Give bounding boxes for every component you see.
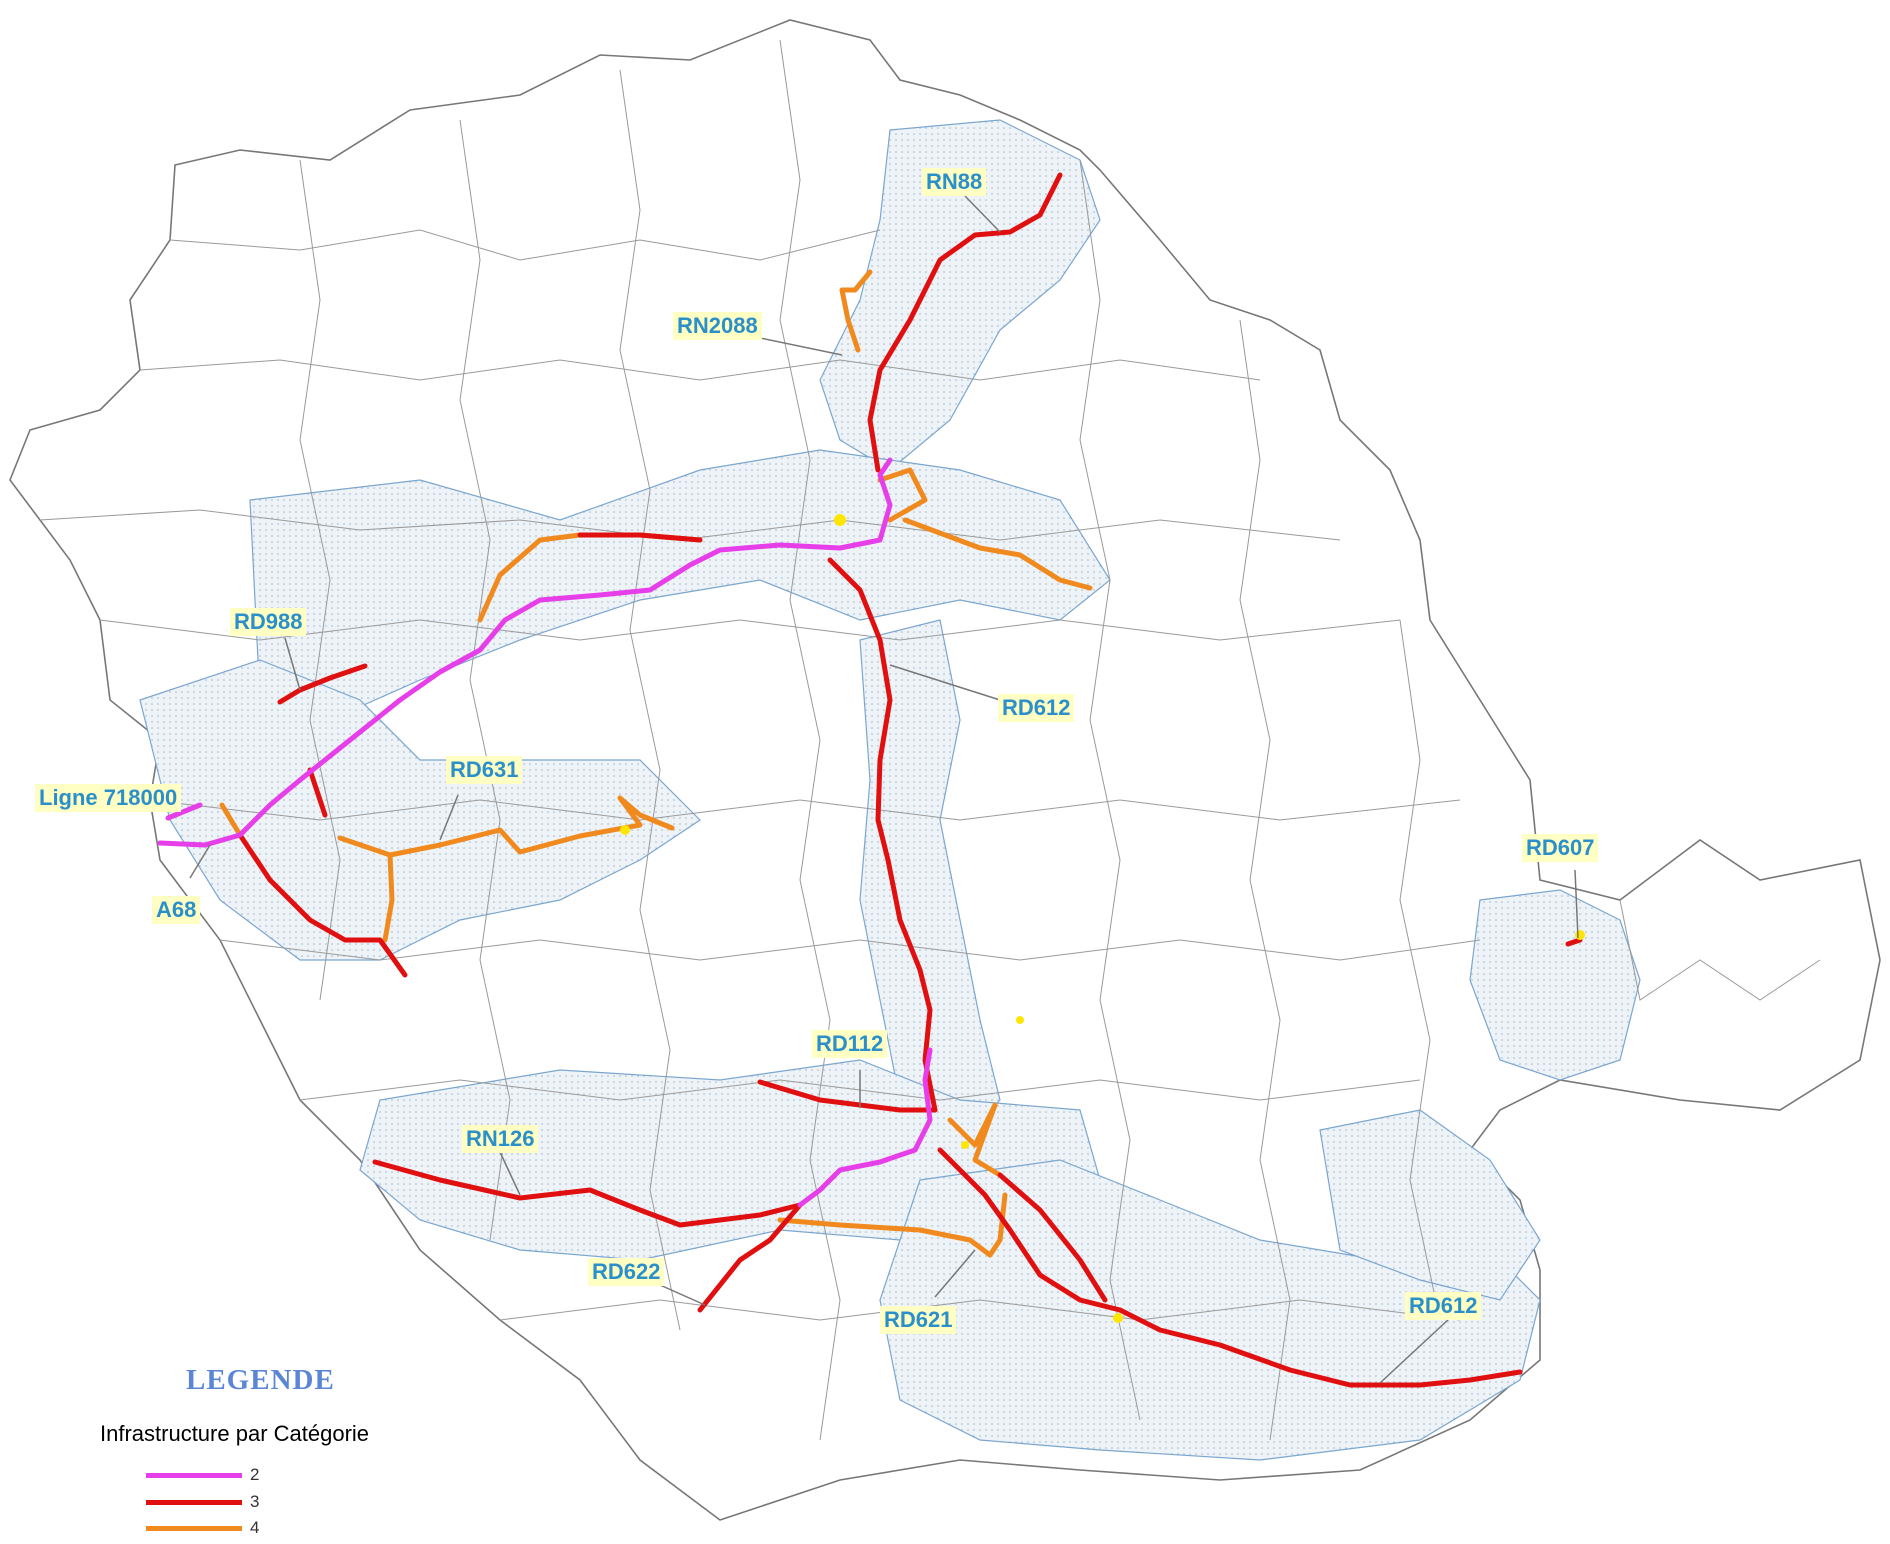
label-a68: A68 [152,896,201,924]
road-a68 [157,537,883,848]
road-rd631 [337,795,675,858]
label-rd607: RD607 [1522,834,1599,862]
road-rd612-south [1117,1307,1523,1388]
road-rn2088 [839,269,873,353]
label-rn126: RN126 [462,1125,539,1153]
label-ligne-718000: Ligne 718000 [35,784,182,812]
road-rd622 [697,1202,803,1313]
legend-swatch-4 [146,1526,242,1531]
road-rd621 [777,1217,993,1258]
legend-title: LEGENDE [186,1364,335,1396]
road-rd612-north [827,557,938,1113]
legend-label-3: 3 [250,1492,260,1511]
road-ligne-718000 [165,802,203,821]
legend-swatch-3 [146,1500,242,1505]
road-southeast-branch [997,1172,1108,1303]
label-rd621: RD621 [880,1306,957,1334]
road-east [902,517,1093,591]
road-rn88 [867,172,1063,473]
label-rd622: RD622 [588,1258,665,1286]
road-west-stub [307,767,328,818]
label-rd612-south: RD612 [1405,1292,1482,1320]
label-rn88: RN88 [922,168,987,196]
road-south-hub [947,1102,1003,1178]
label-rd631: RD631 [446,756,523,784]
legend-label-4: 4 [250,1518,260,1537]
road-west-diag [237,832,408,978]
label-rd112: RD112 [812,1030,888,1058]
leader-lines [189,195,1579,1384]
road-north-loop [877,467,928,523]
road-rd988 [277,663,368,705]
road-south-hub [797,1047,933,1208]
road-rd607 [1565,937,1583,947]
label-rn2088: RN2088 [673,312,762,340]
road-north-hub [877,457,893,543]
road-west-small [219,802,243,838]
road-rn126 [372,1159,803,1228]
label-rd612-north: RD612 [998,694,1075,722]
road-rd631-branch [382,852,395,943]
road-north-west [577,532,703,543]
road-south-east [937,1147,1123,1313]
highlight-points [620,514,1585,1323]
legend-swatch-2 [146,1473,242,1478]
roads-category-3 [237,172,1583,1388]
label-rd988: RD988 [230,608,307,636]
road-rd621-b [987,1192,1008,1258]
roads-category-2 [157,457,933,1208]
legend-subtitle: Infrastructure par Catégorie [100,1421,370,1446]
legend-label-2: 2 [250,1465,260,1484]
